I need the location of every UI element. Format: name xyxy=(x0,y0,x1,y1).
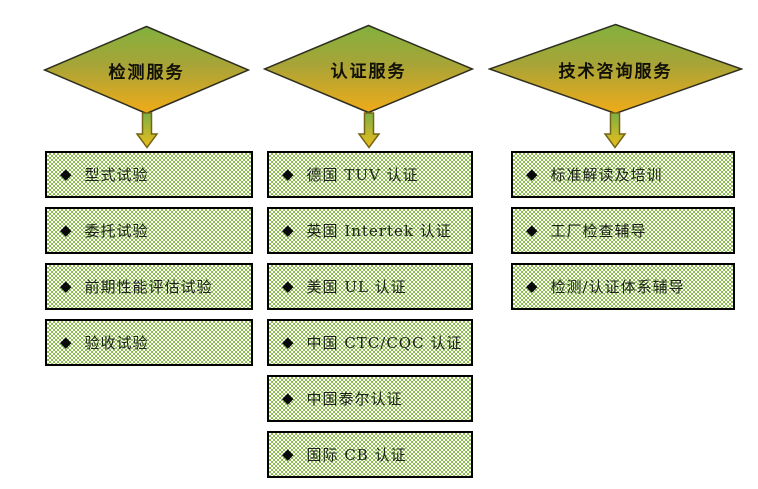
list-item-label: 前期性能评估试验 xyxy=(84,278,213,296)
diamond-bullet-icon: ◆ xyxy=(526,165,538,183)
certification-services-list: ◆ 德国 TUV 认证 ◆ 英国 Intertek 认证 ◆ 美国 UL 认证 … xyxy=(267,151,473,487)
diamond-bullet-icon: ◆ xyxy=(282,445,294,463)
list-item: ◆ 工厂检查辅导 xyxy=(511,207,735,254)
down-arrow-icon xyxy=(135,112,159,149)
list-item-label: 中国 CTC/CQC 认证 xyxy=(306,334,463,352)
list-item: ◆ 验收试验 xyxy=(45,319,253,366)
list-item-label: 德国 TUV 认证 xyxy=(306,166,419,184)
diamond-bullet-icon: ◆ xyxy=(282,221,294,239)
list-item-label: 国际 CB 认证 xyxy=(306,446,407,464)
list-item: ◆ 标准解读及培训 xyxy=(511,151,735,198)
down-arrow-icon xyxy=(603,112,627,149)
list-item: ◆ 型式试验 xyxy=(45,151,253,198)
diamond-bullet-icon: ◆ xyxy=(60,165,72,183)
list-item-label: 美国 UL 认证 xyxy=(306,278,407,296)
list-item-label: 检测/认证体系辅导 xyxy=(550,278,685,296)
list-item: ◆ 美国 UL 认证 xyxy=(267,263,473,310)
diamond-title: 检测服务 xyxy=(108,62,185,83)
list-item-label: 型式试验 xyxy=(84,166,149,184)
list-item: ◆ 中国 CTC/CQC 认证 xyxy=(267,319,473,366)
diamond-bullet-icon: ◆ xyxy=(60,221,72,239)
diamond-certification-services: 认证服务 xyxy=(263,24,474,114)
list-item-label: 委托试验 xyxy=(84,222,149,240)
list-item: ◆ 委托试验 xyxy=(45,207,253,254)
diamond-bullet-icon: ◆ xyxy=(60,277,72,295)
diamond-bullet-icon: ◆ xyxy=(282,389,294,407)
list-item-label: 英国 Intertek 认证 xyxy=(306,222,452,240)
list-item: ◆ 英国 Intertek 认证 xyxy=(267,207,473,254)
diamond-bullet-icon: ◆ xyxy=(526,277,538,295)
testing-services-list: ◆ 型式试验 ◆ 委托试验 ◆ 前期性能评估试验 ◆ 验收试验 xyxy=(45,151,253,375)
list-item: ◆ 德国 TUV 认证 xyxy=(267,151,473,198)
diamond-bullet-icon: ◆ xyxy=(60,333,72,351)
diamond-testing-services: 检测服务 xyxy=(43,25,250,115)
list-item: ◆ 中国泰尔认证 xyxy=(267,375,473,422)
list-item: ◆ 检测/认证体系辅导 xyxy=(511,263,735,310)
consulting-services-list: ◆ 标准解读及培训 ◆ 工厂检查辅导 ◆ 检测/认证体系辅导 xyxy=(511,151,735,319)
diamond-bullet-icon: ◆ xyxy=(282,277,294,295)
diamond-consulting-services: 技术咨询服务 xyxy=(488,23,743,115)
list-item-label: 工厂检查辅导 xyxy=(550,222,647,240)
diamond-bullet-icon: ◆ xyxy=(282,165,294,183)
list-item-label: 验收试验 xyxy=(84,334,149,352)
list-item: ◆ 前期性能评估试验 xyxy=(45,263,253,310)
down-arrow-icon xyxy=(357,112,381,149)
diamond-bullet-icon: ◆ xyxy=(282,333,294,351)
list-item: ◆ 国际 CB 认证 xyxy=(267,431,473,478)
diamond-title: 认证服务 xyxy=(330,61,407,82)
diamond-title: 技术咨询服务 xyxy=(558,61,673,82)
list-item-label: 中国泰尔认证 xyxy=(306,390,403,408)
list-item-label: 标准解读及培训 xyxy=(550,166,663,184)
diamond-bullet-icon: ◆ xyxy=(526,221,538,239)
